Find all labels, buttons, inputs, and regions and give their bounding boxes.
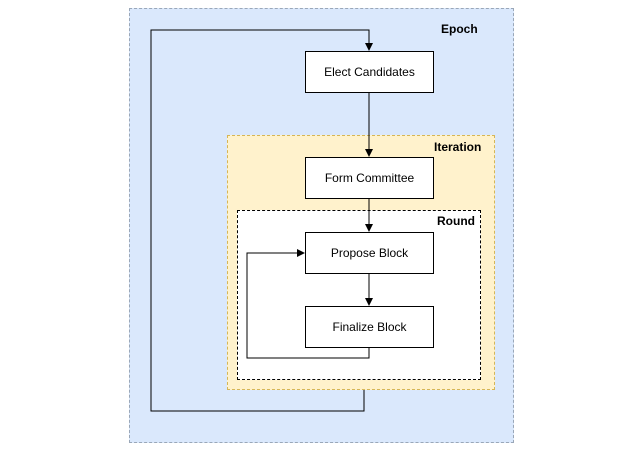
finalize-block-label: Finalize Block xyxy=(332,320,407,334)
propose-block-box[interactable]: Propose Block xyxy=(305,232,434,274)
propose-block-label: Propose Block xyxy=(330,246,409,260)
form-committee-box[interactable]: Form Committee xyxy=(305,157,434,199)
form-committee-label: Form Committee xyxy=(324,171,415,185)
elect-candidates-box[interactable]: Elect Candidates xyxy=(305,51,434,93)
elect-candidates-label: Elect Candidates xyxy=(324,65,415,79)
epoch-label: Epoch xyxy=(441,22,478,36)
iteration-label: Iteration xyxy=(434,140,482,154)
finalize-block-box[interactable]: Finalize Block xyxy=(305,306,434,348)
round-label: Round xyxy=(437,214,475,228)
